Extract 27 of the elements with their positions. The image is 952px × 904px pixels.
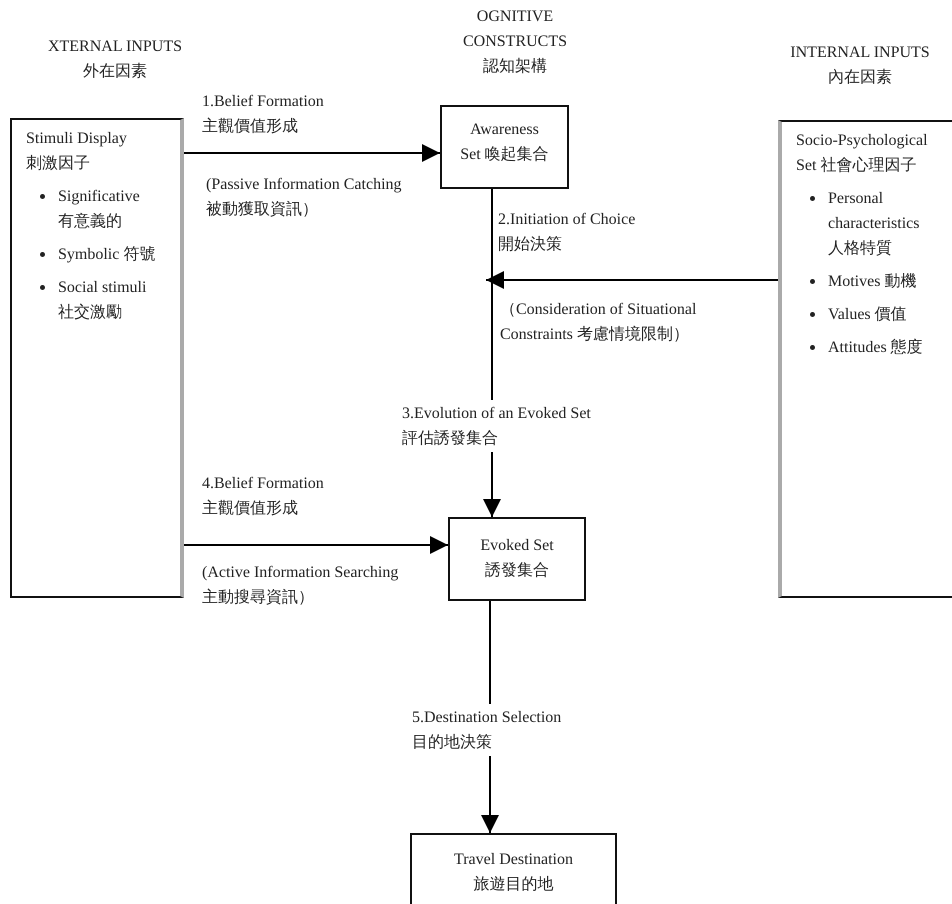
box-label: Evoked Set 誘發集合 <box>479 536 555 581</box>
process-box <box>448 517 586 601</box>
process-box <box>440 105 569 189</box>
list-text: Social stimuli 社交激勵 <box>58 279 146 321</box>
factor-box <box>778 120 952 598</box>
list-text: Symbolic 符號 <box>58 246 156 263</box>
box-title: Stimuli Display 刺激因子 <box>26 129 128 174</box>
annotation-text: (Passive Information Catching 被動獲取資訊） <box>206 175 403 220</box>
list-text: Motives 動機 <box>828 273 916 290</box>
stimuli-box <box>10 118 184 598</box>
column-heading: OGNITIVE CONSTRUCTS 認知架構 <box>462 7 568 77</box>
list-text: Values 價值 <box>828 306 907 323</box>
column-heading: XTERNAL INPUTS 外在因素 <box>46 37 184 82</box>
box-title: Socio-Psychological Set 社會心理因子 <box>796 131 929 176</box>
process-box <box>410 833 617 904</box>
arrow <box>184 144 440 162</box>
box-label: Travel Destination 旅遊目的地 <box>453 850 574 895</box>
annotation-text: 2.Initiation of Choice 開始決策 <box>498 210 636 255</box>
annotation-text: (Active Information Searching 主動搜尋資訊） <box>202 563 400 608</box>
column-heading: INTERNAL INPUTS 內在因素 <box>789 43 931 88</box>
arrow <box>486 271 778 289</box>
annotation-text: （Consideration of Situational Constraints 考慮情境限制） <box>500 300 698 345</box>
list-text: Significative 有意義的 <box>58 188 140 230</box>
list-text: Attitudes 態度 <box>828 339 923 356</box>
list-text: Personal characteristics 人格特質 <box>828 190 920 257</box>
arrow <box>184 536 448 554</box>
box-label: Awareness Set 喚起集合 <box>459 120 550 165</box>
